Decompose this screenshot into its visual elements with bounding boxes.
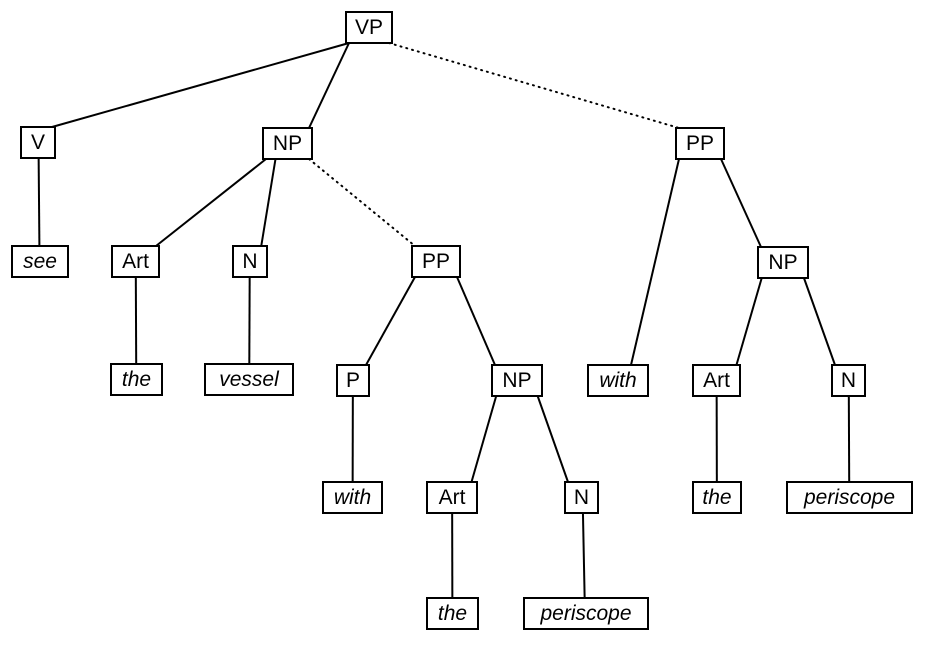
tree-edge-np1-to-art1 [155,158,267,247]
tree-edge-n2-to-periscope1 [581,512,586,599]
tree-node-the3[interactable]: the [692,481,742,514]
tree-edge-np2-to-art2 [470,395,498,483]
node-label-pp2: PP [686,132,714,155]
tree-node-the2[interactable]: the [426,597,479,630]
tree-node-see[interactable]: see [11,245,69,278]
node-box-n2 [564,481,599,514]
node-label-art3: Art [703,369,730,392]
tree-node-n3[interactable]: N [831,364,866,397]
tree-edge-np3-to-n3 [803,277,836,366]
node-label-n3: N [841,369,856,392]
tree-edge-v-to-see [37,157,41,247]
tree-node-v[interactable]: V [20,126,56,159]
tree-edge-pp1-to-p1 [365,276,416,366]
node-label-art1: Art [122,250,149,273]
tree-edge-pp2-to-np3 [720,158,762,248]
node-box-np2 [491,364,543,397]
tree-edge-vp-to-v [51,42,350,128]
node-box-the2 [426,597,479,630]
tree-node-vessel[interactable]: vessel [204,363,294,396]
tree-edge-np1-to-n1 [260,158,277,247]
tree-edge-pp1-to-np2 [456,276,496,366]
tree-node-periscope2[interactable]: periscope [786,481,913,514]
node-box-np1 [262,127,313,160]
tree-node-n2[interactable]: N [564,481,599,514]
node-box-the1 [110,363,163,396]
tree-node-art1[interactable]: Art [111,245,160,278]
tree-node-with1[interactable]: with [322,481,383,514]
node-label-with2: with [599,369,636,392]
node-box-art1 [111,245,160,278]
node-box-v [20,126,56,159]
edge-layer [37,42,851,599]
tree-edge-np3-to-art3 [735,277,763,366]
node-box-art2 [426,481,478,514]
node-label-vessel: vessel [219,368,280,391]
tree-node-np3[interactable]: NP [757,246,809,279]
tree-node-art3[interactable]: Art [692,364,741,397]
node-label-with1: with [334,486,371,509]
node-label-the2: the [438,602,467,625]
node-box-pp1 [411,245,461,278]
node-box-n1 [232,245,268,278]
tree-node-with2[interactable]: with [587,364,649,397]
tree-node-periscope1[interactable]: periscope [523,597,649,630]
node-box-np3 [757,246,809,279]
tree-edge-pp2-to-p2 [630,158,680,366]
tree-node-vp[interactable]: VP [345,11,393,44]
tree-node-pp2[interactable]: PP [675,127,725,160]
tree-edge-np1-to-pp1 [308,158,416,247]
node-label-art2: Art [439,486,466,509]
node-label-vp: VP [355,16,383,39]
node-label-p1: P [346,369,360,392]
node-box-periscope2 [786,481,913,514]
node-label-see: see [23,250,57,273]
tree-edge-vp-to-pp2 [388,42,680,129]
tree-edge-np2-to-n2 [536,395,569,483]
node-box-the3 [692,481,742,514]
node-box-periscope1 [523,597,649,630]
tree-node-np2[interactable]: NP [491,364,543,397]
node-box-with2 [587,364,649,397]
node-label-the1: the [122,368,151,391]
node-label-np3: NP [768,251,797,274]
node-box-p1 [336,364,370,397]
node-label-periscope2: periscope [803,486,895,509]
tree-edge-vp-to-np1 [308,42,350,129]
node-box-art3 [692,364,741,397]
node-box-n3 [831,364,866,397]
node-label-np1: NP [273,132,302,155]
node-box-with1 [322,481,383,514]
node-label-n2: N [574,486,589,509]
node-label-v: V [31,131,45,154]
node-label-periscope1: periscope [539,602,631,625]
node-label-pp1: PP [422,250,450,273]
tree-node-np1[interactable]: NP [262,127,313,160]
node-box-vessel [204,363,294,396]
node-box-pp2 [675,127,725,160]
node-box-vp [345,11,393,44]
tree-node-pp1[interactable]: PP [411,245,461,278]
node-label-np2: NP [502,369,531,392]
tree-node-the1[interactable]: the [110,363,163,396]
node-layer: VPVseeNPArttheNvesselPPPwithNPArttheNper… [11,11,913,630]
node-label-the3: the [702,486,731,509]
node-box-see [11,245,69,278]
tree-node-art2[interactable]: Art [426,481,478,514]
tree-node-p1[interactable]: P [336,364,370,397]
node-label-n1: N [242,250,257,273]
tree-node-n1[interactable]: N [232,245,268,278]
